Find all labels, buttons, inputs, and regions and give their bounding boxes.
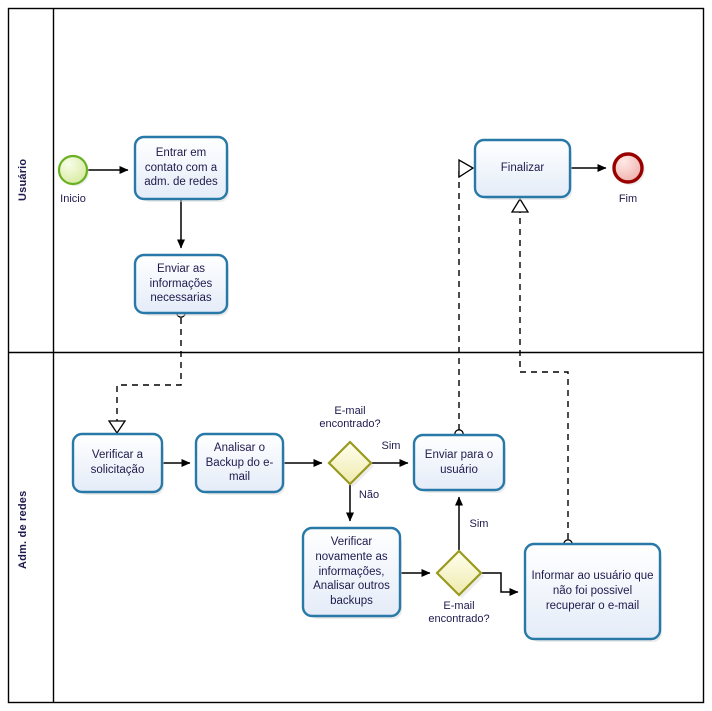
events bbox=[57, 152, 645, 186]
lane-title-adm-de-redes: Adm. de redes bbox=[17, 490, 29, 570]
task-verificar-novamente[interactable] bbox=[301, 526, 402, 619]
message-flow-enviar-info-to-verificar bbox=[116, 318, 182, 421]
gateway-email-encontrado-2[interactable] bbox=[435, 549, 484, 598]
message-flow-arrowhead-down-verificar bbox=[107, 420, 127, 435]
start-event-label-inicio: Inicio bbox=[60, 193, 86, 205]
message-flows bbox=[116, 168, 569, 539]
task-enviar-informacoes[interactable] bbox=[133, 253, 229, 316]
flow-label-sim-1: Sim bbox=[381, 440, 401, 452]
task-finalizar[interactable] bbox=[473, 138, 572, 200]
task-entrar-em-contato[interactable] bbox=[133, 135, 229, 202]
start-event-inicio[interactable] bbox=[57, 154, 89, 186]
task-enviar-para-o-usuario[interactable] bbox=[412, 433, 506, 493]
gateway-email-encontrado-1[interactable] bbox=[327, 440, 374, 487]
task-verificar-solicitacao[interactable] bbox=[71, 432, 164, 495]
pool-frame bbox=[7, 7, 705, 704]
gateway-label-email-encontrado-2: E-mail encontrado? bbox=[428, 600, 490, 626]
gateways bbox=[327, 440, 484, 598]
task-informar-usuario-falha[interactable] bbox=[523, 542, 662, 642]
flow-label-nao-1: Não bbox=[358, 489, 380, 501]
tasks bbox=[71, 135, 662, 642]
message-flow-arrowhead-right-finalizar bbox=[458, 158, 475, 179]
gateway-label-email-encontrado-1: E-mail encontrado? bbox=[319, 405, 381, 431]
flow-label-sim-2: Sim bbox=[469, 518, 489, 530]
message-flow-arrowhead-up-finalizar bbox=[510, 197, 530, 213]
lane-title-usuario: Usuário bbox=[17, 158, 29, 202]
end-event-label-fim: Fim bbox=[618, 193, 638, 205]
pool-outline bbox=[7, 7, 705, 704]
sequence-flows bbox=[88, 164, 607, 596]
end-event-fim[interactable] bbox=[612, 152, 645, 185]
task-analisar-backup[interactable] bbox=[194, 432, 285, 495]
message-flow-informar-to-finalizar bbox=[519, 212, 569, 539]
sequence-flow-gateway2-nao-to-informar bbox=[482, 572, 519, 596]
